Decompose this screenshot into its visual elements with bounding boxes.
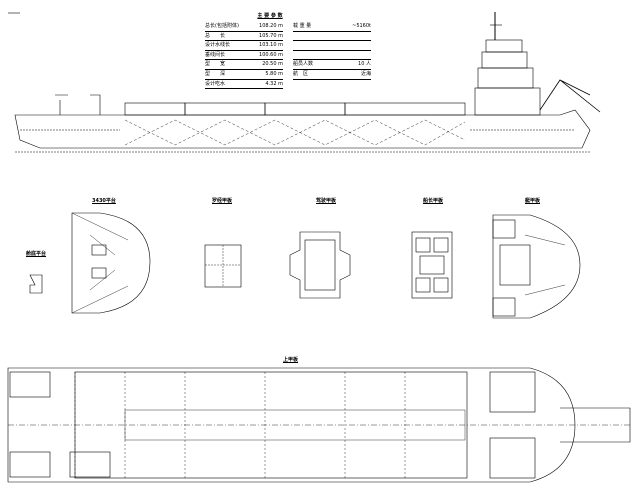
particular-label: 总 长 [205, 32, 226, 39]
platform-plan [71, 212, 151, 314]
captain-deck-label: 船长甲板 [423, 198, 444, 204]
particular-label: 垂线间长 [205, 51, 226, 58]
boat-deck-plan [492, 214, 581, 319]
particular-value: 20.50 m [262, 61, 283, 68]
bilge-plan-label: 舱底平台 [26, 251, 47, 257]
particular-row [293, 41, 371, 51]
particular-row: 船员人数 10 人 [293, 60, 371, 70]
main-particulars-table: 主 要 参 数 总长(包括附体) 108.20 m 总 长 105.70 m 设计水… [205, 12, 335, 90]
particular-value: 10 人 [358, 61, 371, 68]
particular-value: 103.10 m [259, 42, 283, 49]
particular-value: 100.60 m [259, 51, 283, 58]
boat-deck-label: 艇甲板 [525, 198, 541, 204]
particular-row: 设计吃水 4.32 m [205, 80, 283, 90]
particular-label: 载 重 量 [293, 23, 312, 29]
compass-deck-label: 罗经甲板 [212, 198, 233, 204]
particular-row [293, 32, 371, 42]
particular-row: 型 深 5.80 m [205, 70, 283, 80]
particular-row: 设计水线长 103.10 m [205, 41, 283, 51]
bridge-deck-label: 驾驶甲板 [316, 198, 337, 204]
particular-label: 总长(包括附体) [205, 23, 239, 29]
particular-label: 型 深 [205, 70, 226, 77]
particular-value: 108.20 m [259, 23, 283, 29]
upper-deck-label: 上甲板 [283, 357, 299, 363]
bridge-deck-plan [289, 231, 351, 299]
particular-row: 型 宽 20.50 m [205, 60, 283, 70]
particular-row: 载 重 量 ~5160t [293, 22, 371, 32]
particular-value: 近海 [360, 70, 371, 77]
particular-row: 总长(包括附体) 108.20 m [205, 22, 283, 32]
platform-plan-label: 3430平台 [92, 198, 116, 204]
particular-row [293, 51, 371, 61]
particular-label: 船员人数 [293, 61, 314, 68]
particulars-right-column: 载 重 量 ~5160t 船员人数 10 人 航 区 近海 [293, 22, 371, 80]
particular-row: 航 区 近海 [293, 70, 371, 80]
particular-row: 垂线间长 100.60 m [205, 51, 283, 61]
captain-deck-plan [411, 231, 453, 299]
particular-row: 总 长 105.70 m [205, 32, 283, 42]
particular-value: 5.80 m [265, 70, 283, 77]
compass-deck-plan [204, 244, 242, 288]
particular-label: 型 宽 [205, 61, 226, 68]
side-profile [8, 12, 601, 153]
bilge-plan [29, 274, 43, 294]
particular-label: 设计水线长 [205, 42, 231, 49]
particulars-title: 主 要 参 数 [257, 13, 283, 19]
particular-label: 航 区 [293, 70, 309, 77]
particular-value: ~5160t [352, 23, 371, 29]
upper-deck-plan [7, 367, 631, 483]
particular-value: 4.32 m [265, 80, 283, 87]
particular-label: 设计吃水 [205, 80, 226, 87]
particular-value: 105.70 m [259, 32, 283, 39]
